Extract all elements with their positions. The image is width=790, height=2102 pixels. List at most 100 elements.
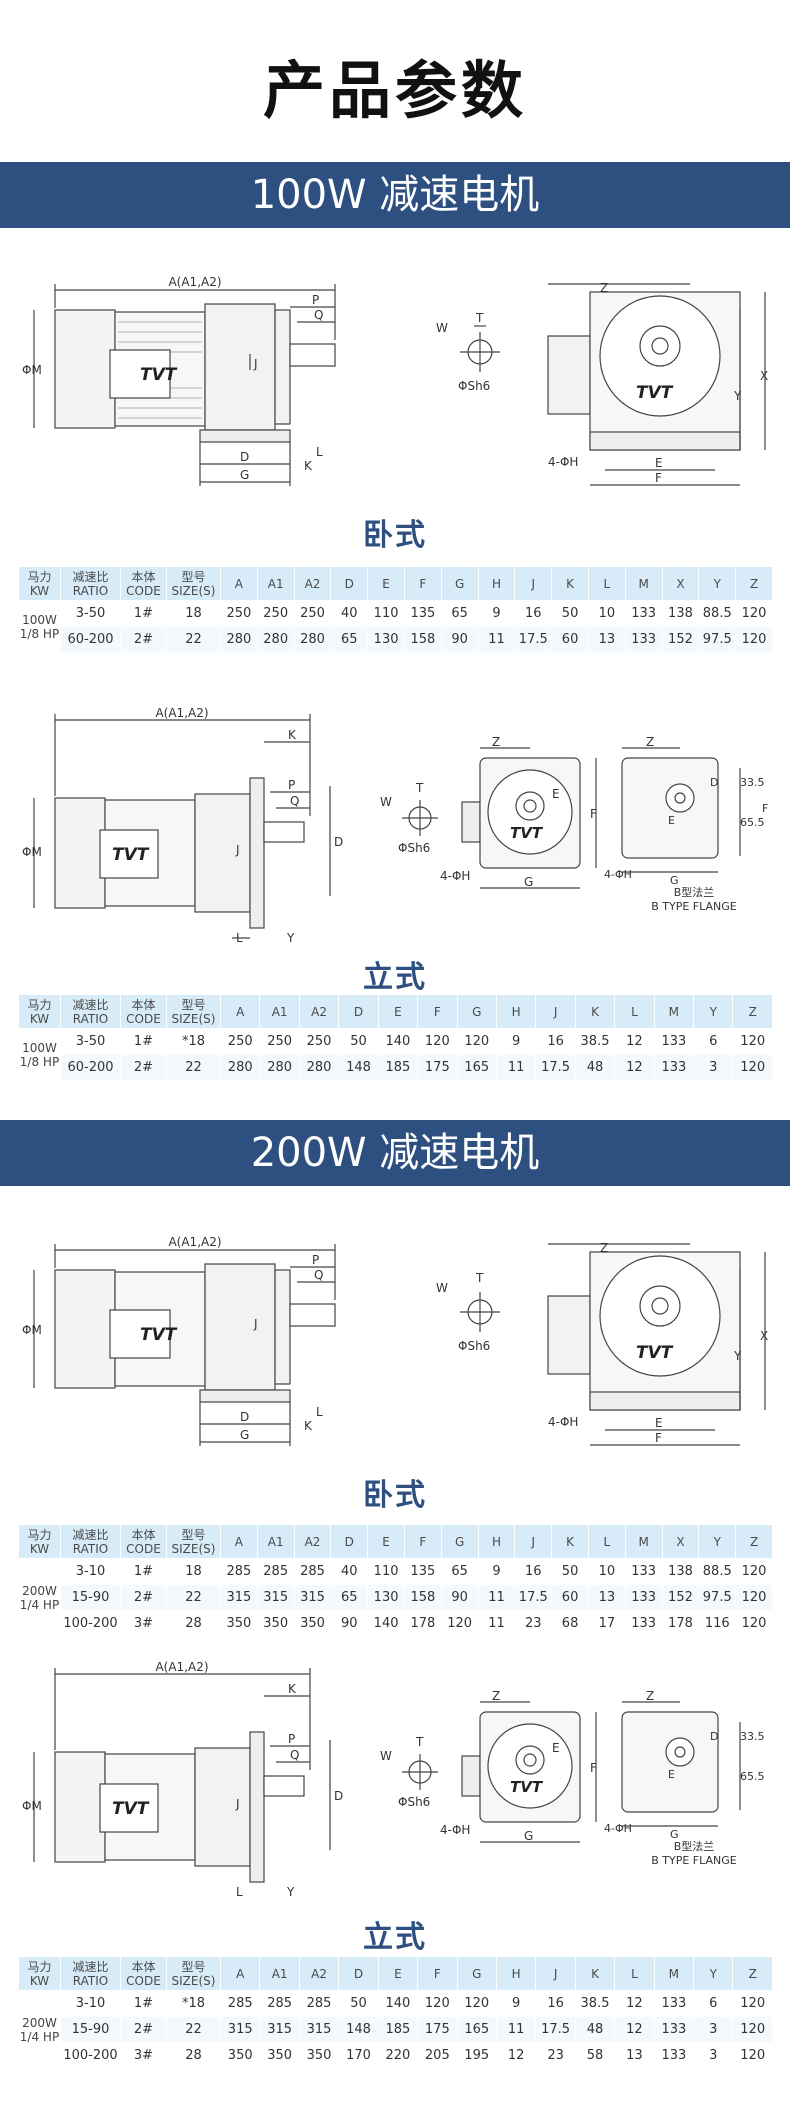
col-header-text: A1	[271, 1966, 288, 1981]
table-cell: 133	[624, 626, 663, 653]
table-cell: 285	[298, 1990, 340, 2017]
power-text: 1/8 HP	[19, 626, 60, 641]
table-cell: 18	[166, 600, 221, 627]
table-cell: 195	[456, 2042, 497, 2069]
table-cell: 60-200	[60, 1054, 121, 1081]
table-cell: 250	[256, 600, 295, 627]
table-cell: 16	[514, 600, 553, 627]
col-header: Y	[698, 1524, 737, 1559]
table-cell: 120	[732, 1054, 773, 1081]
col-header: M	[624, 1524, 663, 1559]
col-header-text: H	[491, 1534, 501, 1549]
table-cell: 130	[367, 626, 405, 653]
table-cell: 50	[338, 1028, 379, 1055]
col-header-text: CODE	[126, 1541, 161, 1556]
table-cell: 60	[551, 1584, 589, 1611]
col-header-text: Y	[713, 1534, 721, 1549]
dim-label-phi-h: 4-ΦH	[440, 869, 470, 883]
dim-label-k: K	[288, 1682, 297, 1696]
table-cell: 315	[259, 2016, 300, 2043]
col-header: Y	[693, 994, 734, 1029]
drawing-vertical-200w: A(A1,A2) ΦM K P Q J D L Y TVT T W ΦSh6 Z…	[0, 1660, 790, 1900]
table-cell: 152	[661, 626, 700, 653]
table-cell: 220	[377, 2042, 419, 2069]
col-header-text: E	[394, 1004, 402, 1019]
table-cell: 12	[614, 2016, 655, 2043]
col-header: M	[653, 994, 695, 1029]
dim-label-x: X	[760, 369, 768, 383]
b-flange-label-cn: B型法兰	[674, 1839, 715, 1853]
col-header: E	[377, 994, 419, 1029]
table-cell: 315	[219, 2016, 261, 2043]
col-header-text: X	[676, 1534, 685, 1549]
dim-label-y: Y	[286, 1885, 295, 1899]
subhead-horizontal-100w: 卧式	[363, 518, 427, 553]
table-cell: 280	[219, 1054, 261, 1081]
tvt-logo: TVT	[112, 845, 150, 865]
table-cell: 3-10	[60, 1990, 121, 2017]
table-cell: 23	[535, 2042, 576, 2069]
table-cell: 135	[403, 600, 442, 627]
table-cell: 250	[293, 600, 332, 627]
table-cell: 65	[440, 1558, 479, 1585]
table-cell: 40	[330, 1558, 369, 1585]
table-cell: 9	[495, 1028, 537, 1055]
table-cell: 50	[551, 1558, 589, 1585]
table-cell: 315	[293, 1584, 332, 1611]
dim-label-k: K	[304, 1419, 313, 1433]
col-header-text: H	[511, 1004, 521, 1019]
dim-label-d: D	[334, 835, 343, 849]
dim-label-p: P	[288, 778, 295, 792]
table-cell: 58	[574, 2042, 616, 2069]
col-header: H	[495, 994, 537, 1029]
dim-label-f: F	[762, 802, 768, 815]
col-header-text: A	[234, 1534, 243, 1549]
col-header: H	[495, 1956, 537, 1991]
col-header: M	[653, 1956, 695, 1991]
dim-label-f: F	[655, 471, 662, 485]
dim-label-e: E	[668, 814, 675, 827]
dim-label-phi-h: 4-ΦH	[604, 1822, 632, 1835]
table-cell: 16	[514, 1558, 553, 1585]
dim-label-p: P	[312, 293, 319, 307]
table-cell: 133	[624, 1584, 663, 1611]
col-header: H	[477, 566, 516, 601]
table-cell: 3#	[120, 2042, 167, 2069]
dim-label-g: G	[670, 874, 679, 887]
col-header-text: A2	[304, 576, 321, 591]
table-cell: 158	[403, 626, 442, 653]
col-header: F	[403, 1524, 442, 1559]
dim-label-q: Q	[290, 794, 299, 808]
col-header-text: L	[631, 1004, 638, 1019]
col-header: D	[338, 994, 379, 1029]
col-header: X	[661, 1524, 700, 1559]
table-cell: 133	[653, 1054, 695, 1081]
dim-label-e: E	[655, 1416, 663, 1430]
col-header: K	[551, 1524, 589, 1559]
col-header-text: RATIO	[72, 1011, 109, 1026]
col-header: L	[587, 566, 626, 601]
dim-label-z: Z	[492, 1689, 500, 1703]
dim-label-k: K	[288, 728, 297, 742]
col-header: M	[624, 566, 663, 601]
dim-label-q: Q	[290, 1748, 299, 1762]
table-cell: 133	[624, 1610, 663, 1637]
table-cell: 9	[477, 600, 516, 627]
table-cell: 13	[614, 2042, 655, 2069]
table-cell: 350	[259, 2042, 300, 2069]
table-cell: 12	[614, 1990, 655, 2017]
col-header: A1	[259, 1956, 300, 1991]
table-cell: 65	[330, 1584, 369, 1611]
table-cell: 15-90	[60, 1584, 121, 1611]
dim-label-q: Q	[314, 308, 323, 322]
table-cell: 6	[693, 1990, 734, 2017]
table-cell: 22	[166, 1584, 221, 1611]
col-header: Z	[732, 1956, 773, 1991]
